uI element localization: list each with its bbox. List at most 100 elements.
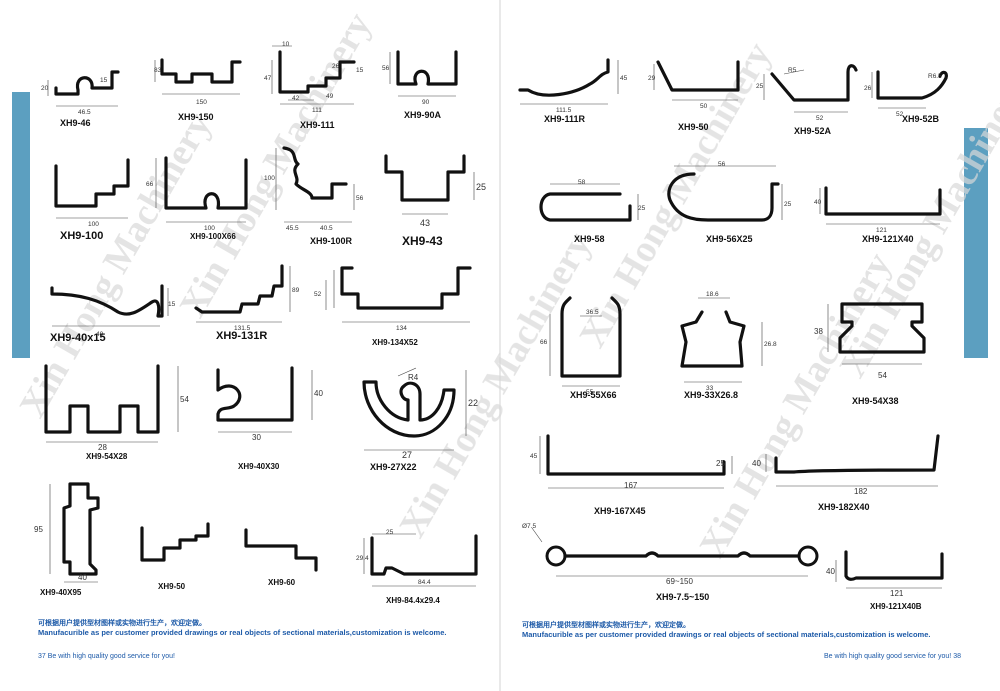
dim: 40.5 <box>320 225 333 232</box>
profile-xh9-58: 58 25 XH9-58 <box>534 176 646 256</box>
profile-label: XH9-33X26.8 <box>684 390 739 400</box>
profile-label: XH9-167X45 <box>594 506 646 516</box>
dim-width: 111.5 <box>556 107 572 114</box>
dim-width: 28 <box>98 443 107 452</box>
profile-label: XH9-100X66 <box>190 232 236 241</box>
side-tab-left <box>12 92 30 358</box>
dim-height: 38 <box>814 327 823 336</box>
dim: 10 <box>282 41 290 48</box>
profile-xh9-54X38: 38 54 XH9-54X38 <box>812 298 952 410</box>
profile-xh9-182X40: 40 182 XH9-182X40 <box>752 432 954 516</box>
profile-xh9-40x15: 40 15 XH9-40x15 <box>40 272 176 352</box>
profile-label: XH9-100 <box>60 230 104 242</box>
profile-label: XH9-56X25 <box>706 234 753 244</box>
profile-label: XH9-100R <box>310 236 353 246</box>
note-english: Manufacurible as per customer provided d… <box>38 628 447 637</box>
dim-width: 69~150 <box>666 577 693 586</box>
dim-height: 56 <box>382 65 390 72</box>
dim-width: 50 <box>700 103 708 110</box>
dim-height: 45 <box>620 75 628 82</box>
profile-xh9-50-right: 50 29 XH9-50 <box>648 52 750 132</box>
dim-width: 56 <box>718 161 726 168</box>
dim-height: 83 <box>154 67 162 74</box>
profile-label: XH9-182X40 <box>818 502 870 512</box>
dim-width: 40 <box>96 331 104 338</box>
profile-xh9-111R: 111.5 45 XH9-111R <box>514 54 634 130</box>
dim-width: 121 <box>876 227 887 234</box>
profile-label: XH9-121X40B <box>870 602 922 611</box>
profile-label: XH9-131R <box>216 330 268 342</box>
dim-height: 25 <box>476 182 486 192</box>
dim: 45 <box>530 453 538 460</box>
dim: 26 <box>332 63 340 70</box>
page-number: 37 <box>38 653 46 660</box>
profile-xh9-33X26.8: 18.6 26.8 33 XH9-33X26.8 <box>672 286 782 400</box>
dim-lip: 15 <box>100 77 108 84</box>
dim-height: 95 <box>34 525 43 534</box>
dim: R5 <box>788 67 797 74</box>
dim: 45.5 <box>286 225 299 232</box>
dim: 26 <box>864 85 872 92</box>
dim-height: 40 <box>814 199 822 206</box>
profile-label: XH9-43 <box>402 234 443 248</box>
profile-label: XH9-50 <box>158 582 186 591</box>
dim-width: 134 <box>396 325 407 332</box>
dim-width: 46.5 <box>78 109 91 116</box>
dim: 56 <box>356 195 364 202</box>
dim: 111 <box>312 107 322 114</box>
dim: 29.4 <box>356 555 369 562</box>
profile-xh9-131R: 131.5 89 XH9-131R <box>186 262 304 352</box>
dim: 47 <box>264 75 272 82</box>
dim-height: 25 <box>784 201 792 208</box>
profile-label: XH9-40x15 <box>50 332 106 344</box>
dim-width: 100 <box>88 221 99 228</box>
dim: 167 <box>624 481 638 490</box>
dim: 36.5 <box>586 309 599 316</box>
profile-xh9-90A: 56 90 XH9-90A <box>380 44 470 124</box>
dim: R6.5 <box>928 73 942 80</box>
profile-xh9-167X45: 45 25 167 XH9-167X45 <box>528 432 740 518</box>
profile-xh9-40X30: 30 40 XH9-40X30 <box>200 360 340 472</box>
dim-height: 20 <box>41 85 49 92</box>
profile-label: XH9-46 <box>60 118 91 128</box>
profile-label: XH9-54X28 <box>86 452 128 461</box>
dim-diameter: Ø7.5 <box>522 523 536 530</box>
dim-width: 121 <box>890 589 904 598</box>
dim-height: 66 <box>146 181 154 188</box>
profile-xh9-54X28: 28 54 XH9-54X28 <box>34 362 194 468</box>
dim: 25 <box>756 83 764 90</box>
dim: 55 <box>586 389 594 396</box>
profile-label: XH9-111R <box>544 114 586 124</box>
profile-label: XH9-121X40 <box>862 234 914 244</box>
profile-label: XH9-52A <box>794 126 832 136</box>
dim-width: 27 <box>402 450 412 460</box>
dim: 15 <box>356 67 364 74</box>
dim-height: 54 <box>180 395 189 404</box>
dim-width: 58 <box>578 179 586 186</box>
profile-xh9-52A: 25 52 R5 XH9-52A <box>756 56 862 140</box>
profile-xh9-27X22: R4 22 27 XH9-27X22 <box>350 360 490 472</box>
profile-label: XH9-40X95 <box>40 588 82 597</box>
profile-label: XH9-55X66 <box>570 390 617 400</box>
page-number: 38 <box>953 653 961 660</box>
profile-xh9-100: 100 XH9-100 <box>42 154 142 246</box>
dim-height: 40 <box>752 459 761 468</box>
book-spine <box>499 0 501 691</box>
dim: 33 <box>706 385 714 392</box>
profile-xh9-50-left: XH9-50 <box>134 520 230 596</box>
dim: 18.6 <box>706 291 719 298</box>
profile-xh9-43: 25 43 XH9-43 <box>378 150 488 250</box>
profile-xh9-60: XH9-60 <box>236 526 336 596</box>
dim: 84.4 <box>418 579 431 586</box>
profile-label: XH9-52B <box>902 114 940 124</box>
dim: 49 <box>326 93 334 100</box>
profile-xh9-111: 10 47 15 42 49 111 26 XH9-111 <box>262 40 372 132</box>
dim-height: 25 <box>638 205 646 212</box>
dim: 100 <box>264 175 275 182</box>
profile-label: XH9-84.4x29.4 <box>386 596 440 605</box>
dim-width: 100 <box>204 225 215 232</box>
note-english: Manufacurible as per customer provided d… <box>522 630 931 639</box>
dim-width: 90 <box>422 99 430 106</box>
profile-xh9-121X40B: 40 121 XH9-121X40B <box>826 550 960 614</box>
profile-label: XH9-111 <box>300 120 335 130</box>
